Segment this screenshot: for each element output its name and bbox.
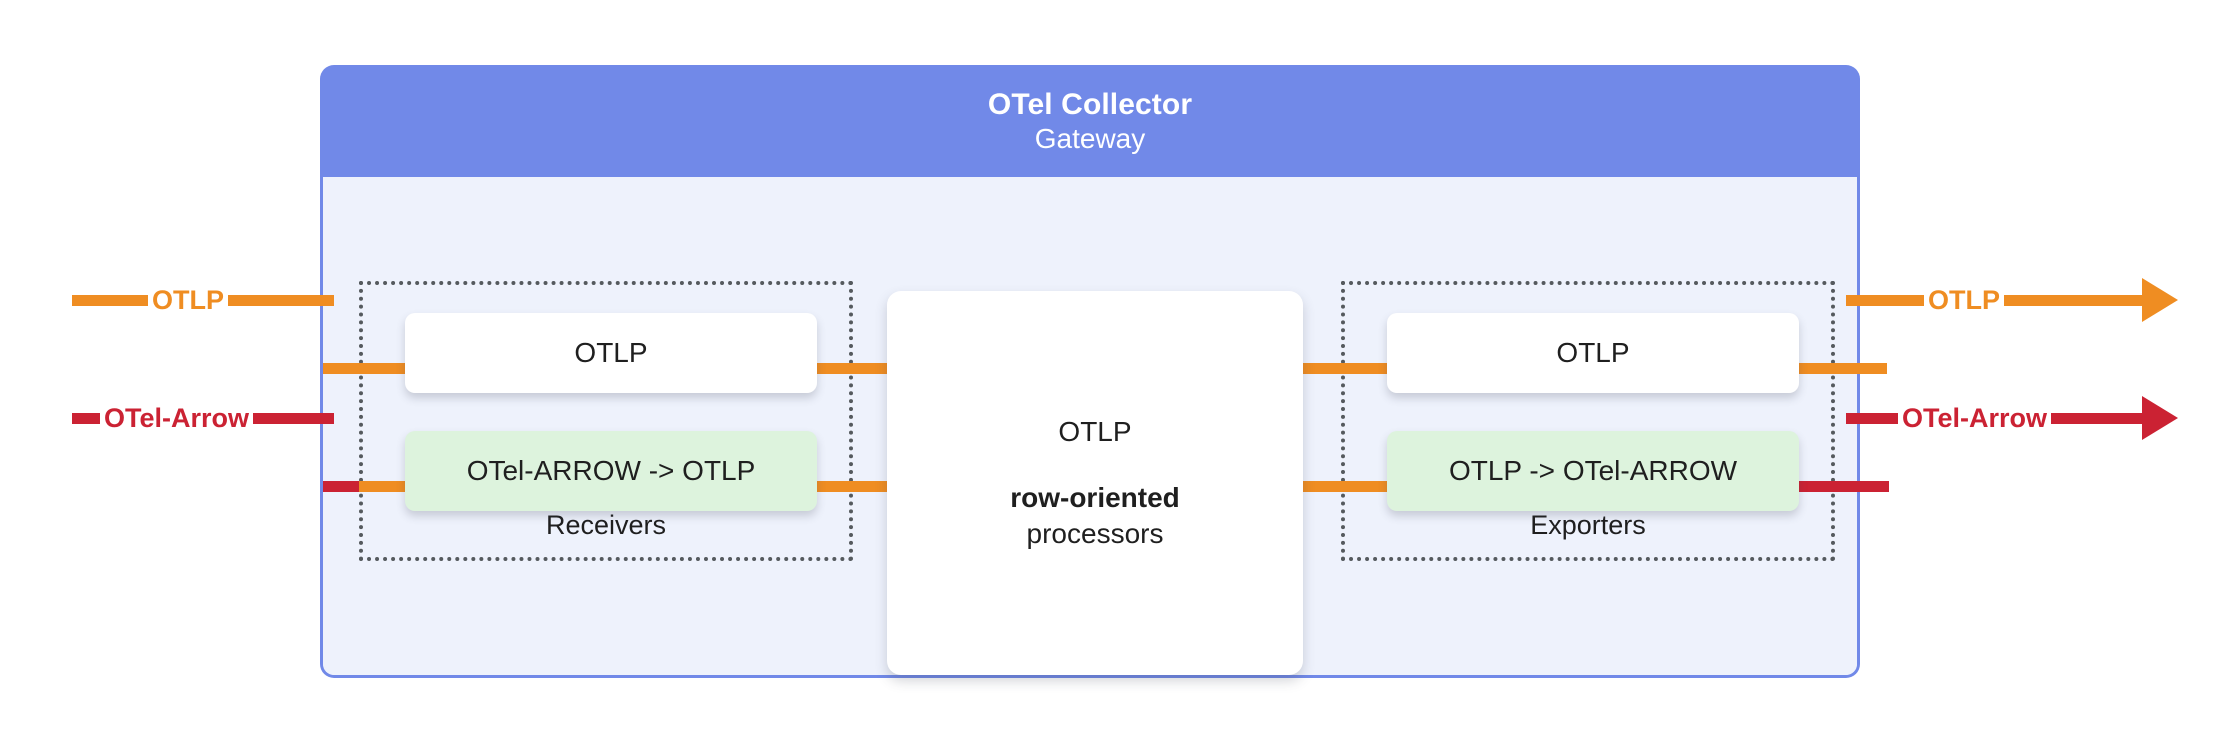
- collector-title: OTel Collector: [987, 87, 1193, 121]
- exporters-group-label: Exporters: [1530, 510, 1646, 540]
- receiver-otlp-label: OTLP: [574, 337, 648, 368]
- receiver-otel-arrow-label: OTel-ARROW -> OTLP: [466, 455, 756, 486]
- processors-box[interactable]: OTLP row-oriented processors: [887, 291, 1303, 675]
- outbound-otlp-arrowhead: [2142, 278, 2178, 322]
- exporter-otel-arrow-label: OTLP -> OTel-ARROW: [1448, 455, 1738, 486]
- inbound-otel-arrow-label: OTel-Arrow: [100, 405, 254, 432]
- exporter-otlp-box[interactable]: OTLP: [1387, 313, 1799, 393]
- processors-protocol-label: OTLP: [1058, 416, 1132, 448]
- otel-collector-container: OTel Collector Gateway OTLP OTel-ARROW -…: [320, 65, 1889, 678]
- collector-header: OTel Collector Gateway: [320, 65, 1860, 177]
- exporter-otlp-label: OTLP: [1556, 337, 1630, 368]
- outbound-otlp-label: OTLP: [1924, 287, 2004, 314]
- receiver-otel-arrow-inbound-stub: [323, 481, 373, 492]
- outbound-otel-arrow-arrowhead: [2142, 396, 2178, 440]
- receivers-group-label: Receivers: [545, 510, 667, 540]
- receiver-otel-arrow-box[interactable]: OTel-ARROW -> OTLP: [405, 431, 817, 511]
- outbound-otel-arrow-label: OTel-Arrow: [1898, 405, 2052, 432]
- exporters-group: OTLP OTLP -> OTel-ARROW Exporters: [1341, 281, 1835, 561]
- inbound-otlp-label: OTLP: [148, 287, 228, 314]
- processors-label: processors: [1026, 517, 1164, 549]
- receiver-otlp-box[interactable]: OTLP: [405, 313, 817, 393]
- processors-orientation-label: row-oriented: [1010, 482, 1180, 514]
- exporter-otel-arrow-box[interactable]: OTLP -> OTel-ARROW: [1387, 431, 1799, 511]
- receivers-group: OTLP OTel-ARROW -> OTLP Receivers: [359, 281, 853, 561]
- exporter-otel-arrow-outbound-stub: [1799, 481, 1889, 492]
- collector-subtitle: Gateway: [1034, 123, 1146, 155]
- collector-body: OTLP OTel-ARROW -> OTLP Receivers OTLP r…: [323, 177, 1889, 675]
